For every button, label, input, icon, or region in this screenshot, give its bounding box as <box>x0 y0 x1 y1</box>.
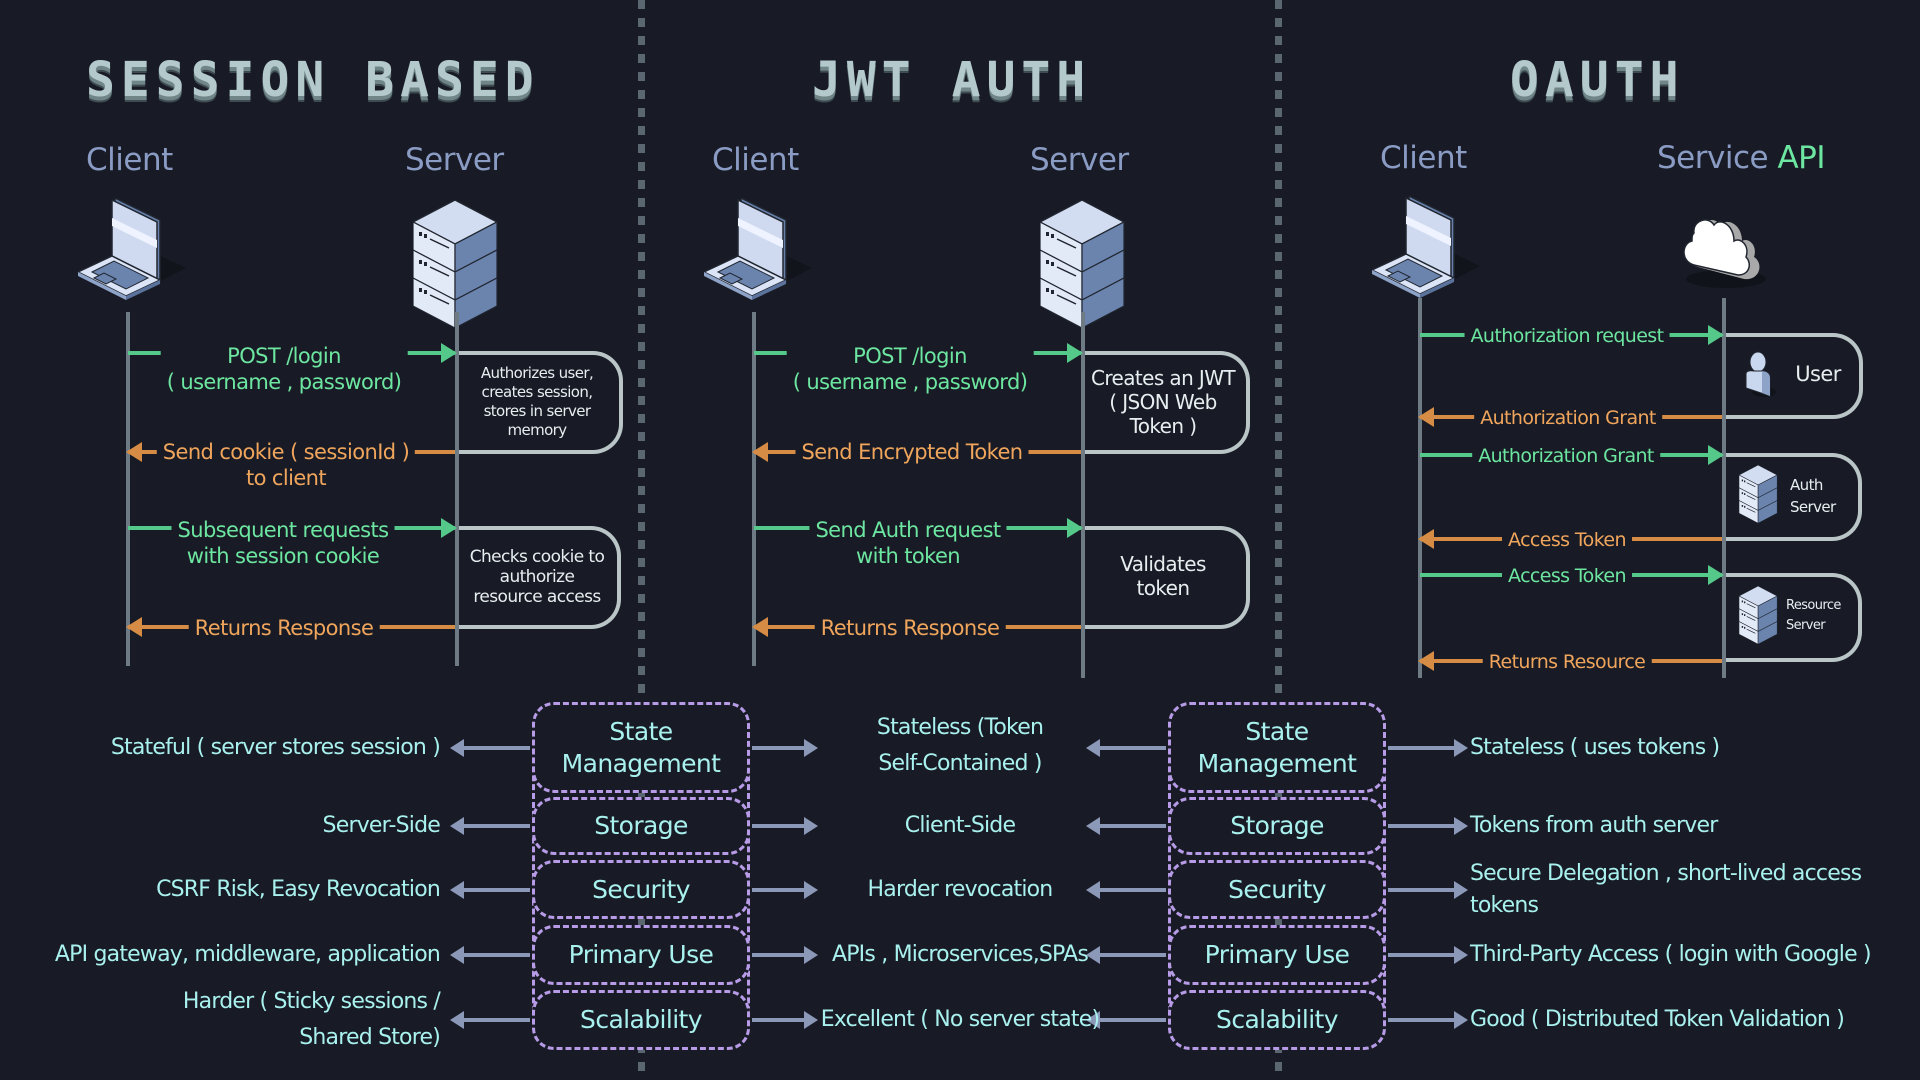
laptop-icon <box>78 198 187 301</box>
user-icon <box>1745 351 1776 397</box>
section-divider-right <box>1275 0 1282 1080</box>
message-label: Authorization Grant <box>1472 445 1660 467</box>
client-lifeline <box>126 312 130 666</box>
comparison-category: Storage <box>1168 797 1386 855</box>
arrow-left <box>450 1011 530 1029</box>
client-lifeline <box>1418 298 1422 678</box>
message-label: Returns Resource <box>1482 651 1652 673</box>
oauth-value: Tokens from auth server <box>1470 813 1718 838</box>
arrow-right <box>752 1011 818 1029</box>
message-label: Send cookie ( sessionId ) to client <box>156 439 416 491</box>
comparison-category: Primary Use <box>532 925 750 985</box>
session-value: Stateful ( server stores session ) <box>110 734 441 760</box>
arrow-right <box>752 881 818 899</box>
message-label: Access Token <box>1502 565 1632 587</box>
actor-client-jwt: Client <box>712 142 799 178</box>
arrow-left <box>450 739 530 757</box>
laptop-icon <box>1372 196 1481 299</box>
arrow-right <box>1388 881 1468 899</box>
jwt-value: APIs , Microservices,SPAs <box>831 942 1089 967</box>
section-title-jwt: JWT AUTH <box>812 52 1092 108</box>
server-lifeline <box>1081 312 1085 678</box>
actor-server-jwt: Server <box>1030 142 1129 178</box>
comparison-category: State Management <box>1168 702 1386 793</box>
section-title-session: SESSION BASED <box>86 52 540 108</box>
service-lifeline <box>1722 298 1726 678</box>
process-text: Validates token <box>1120 552 1206 600</box>
comparison-category: Scalability <box>1168 990 1386 1050</box>
oauth-value: Good ( Distributed Token Validation ) <box>1470 1007 1845 1032</box>
process-text: Creates an JWT ( JSON Web Token ) <box>1090 366 1236 438</box>
oauth-value: Third-Party Access ( login with Google ) <box>1470 942 1872 967</box>
section-title-oauth: OAUTH <box>1510 52 1685 108</box>
process-box <box>459 351 623 454</box>
jwt-value: Client-Side <box>904 813 1016 838</box>
actor-client-oauth: Client <box>1380 140 1467 176</box>
arrow-right <box>1388 1011 1468 1029</box>
arrow-right <box>1388 817 1468 835</box>
arrow-left <box>1086 817 1166 835</box>
arrow-right <box>752 739 818 757</box>
arrow-left <box>450 881 530 899</box>
actor-box-user <box>1726 333 1863 419</box>
jwt-value: Excellent ( No server state) <box>820 1007 1100 1032</box>
comparison-category: Security <box>532 860 750 919</box>
arrow-left <box>1086 881 1166 899</box>
comparison-category: State Management <box>532 702 750 793</box>
arrow-left <box>450 817 530 835</box>
actor-box-auth-server <box>1726 453 1862 541</box>
arrow-right <box>1388 946 1468 964</box>
oauth-value: Stateless ( uses tokens ) <box>1470 734 1720 760</box>
session-value: CSRF Risk, Easy Revocation <box>156 876 441 902</box>
actor-service-api: Service API <box>1657 140 1825 176</box>
process-text: Checks cookie to authorize resource acce… <box>469 547 605 607</box>
process-box <box>459 526 621 629</box>
process-box <box>1085 526 1250 629</box>
jwt-value: Stateless (Token Self-Contained ) <box>876 714 1044 776</box>
message-label: Returns Response <box>188 615 380 641</box>
arrow-right <box>752 946 818 964</box>
oauth-value: Secure Delegation , short-lived access t… <box>1470 860 1862 918</box>
comparison-category: Scalability <box>532 990 750 1050</box>
message-label: POST /login ( username , password) <box>786 343 1034 395</box>
process-text: Auth Server <box>1790 476 1836 516</box>
resource-server-icon <box>1738 586 1778 645</box>
message-label: POST /login ( username , password) <box>160 343 408 395</box>
actor-server-session: Server <box>405 142 504 178</box>
jwt-value: Harder revocation <box>867 876 1054 902</box>
comparison-category: Storage <box>532 797 750 855</box>
arrow-left <box>1086 739 1166 757</box>
actor-client-session: Client <box>86 142 173 178</box>
session-value: Server-Side <box>322 813 441 838</box>
laptop-icon <box>704 198 813 301</box>
message-label: Authorization Grant <box>1474 407 1662 429</box>
process-text: Authorizes user, creates session, stores… <box>480 364 594 439</box>
section-divider-left <box>638 0 645 1080</box>
arrow-left <box>1086 946 1166 964</box>
actor-api-accent: API <box>1777 140 1825 176</box>
arrow-right <box>752 817 818 835</box>
session-value: API gateway, middleware, application <box>54 942 441 967</box>
server-lifeline <box>455 312 459 666</box>
actor-service-label: Service <box>1657 140 1769 176</box>
comparison-category: Primary Use <box>1168 925 1386 985</box>
message-label: Authorization request <box>1464 325 1670 347</box>
arrow-right <box>1388 739 1468 757</box>
message-label: Subsequent requests with session cookie <box>171 517 395 569</box>
client-lifeline <box>752 312 756 666</box>
message-label: Access Token <box>1502 529 1632 551</box>
session-value: Harder ( Sticky sessions / Shared Store) <box>182 989 441 1050</box>
actor-box-resource-server <box>1726 573 1862 662</box>
process-box <box>1085 351 1250 454</box>
cloud-icon <box>1683 219 1766 288</box>
message-label: Returns Response <box>814 615 1006 641</box>
message-label: Send Auth request with token <box>809 517 1007 569</box>
process-text: Resource Server <box>1786 598 1841 633</box>
arrow-left <box>1086 1011 1166 1029</box>
arrow-left <box>450 946 530 964</box>
auth-server-icon <box>1738 465 1778 524</box>
message-label: Send Encrypted Token <box>795 439 1029 465</box>
process-text: User <box>1795 362 1841 386</box>
comparison-category: Security <box>1168 860 1386 919</box>
